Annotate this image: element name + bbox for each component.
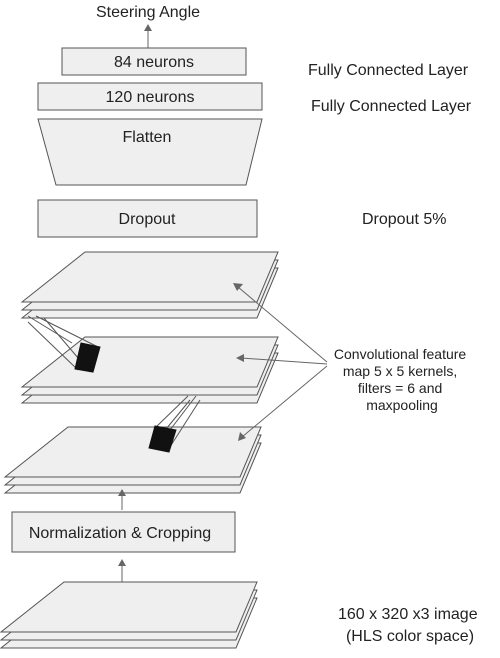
conv-feature-stack-2 [21, 336, 279, 404]
kernel-projection-1 [27, 315, 101, 373]
output-label: Steering Angle [96, 4, 200, 21]
dropout-annotation: Dropout 5% [362, 211, 447, 228]
conv-annotation: Convolutional feature map 5 x 5 kernels,… [334, 346, 470, 413]
flatten-label: Flatten [123, 129, 172, 146]
output-arrow-head [144, 24, 152, 31]
input-annotation: 160 x 320 x3 image (HLS color space) [338, 606, 482, 645]
fc84-box [61, 47, 247, 76]
kernel-square-2 [148, 425, 177, 453]
conv-feature-stack-3 [4, 426, 262, 494]
fc120-label: 120 neurons [106, 89, 195, 106]
dropout-label: Dropout [119, 211, 176, 228]
kernel-square-1 [74, 342, 101, 373]
normalization-label: Normalization & Cropping [29, 525, 211, 542]
normalization-box [11, 511, 236, 553]
conv-annotation-arrows [233, 283, 328, 441]
fc84-annotation: Fully Connected Layer [308, 62, 469, 79]
kernel-projection-2 [148, 395, 201, 453]
input-image-stack [0, 581, 258, 649]
fc84-label: 84 neurons [114, 54, 194, 71]
flatten-shape [37, 118, 263, 186]
fc120-box [37, 82, 263, 111]
fc120-annotation: Fully Connected Layer [311, 98, 472, 115]
dropout-box [37, 199, 258, 238]
